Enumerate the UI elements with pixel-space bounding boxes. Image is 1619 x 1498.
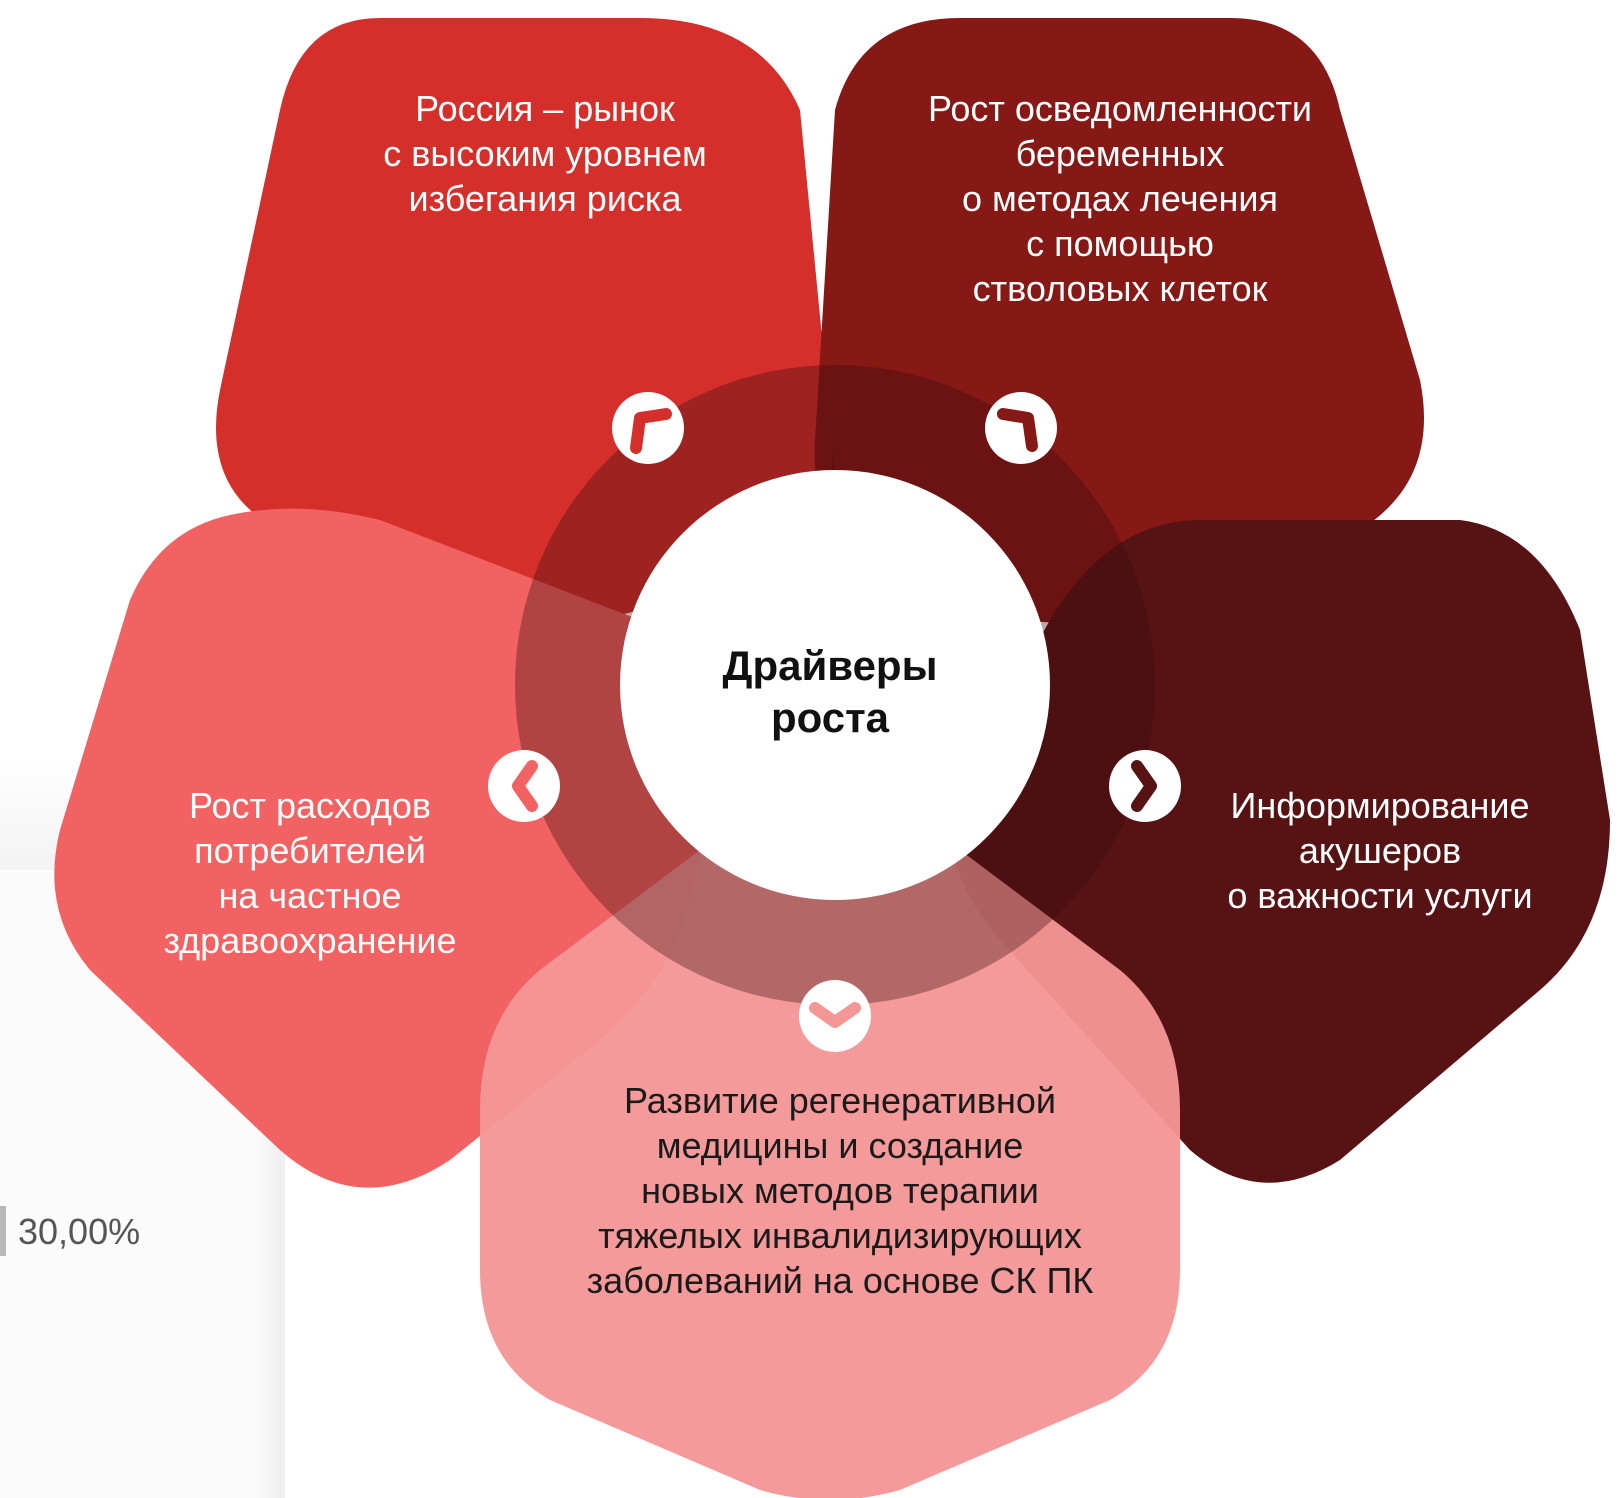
petal-text-top-left: Россия – рынок с высоким уровнем избеган… [383, 88, 707, 219]
percentage-label: 30,00% [18, 1211, 141, 1252]
chevron-down-icon [799, 980, 871, 1052]
petal-text-bottom: Развитие регенеративной медицины и созда… [586, 1080, 1094, 1301]
chevron-left-icon [488, 750, 560, 822]
petal-top-left [216, 18, 833, 623]
petal-top-right [814, 18, 1424, 623]
petal-text-top-right: Рост осведомленности беременных о метода… [927, 88, 1313, 309]
petal-bottom [480, 819, 1180, 1498]
arrow-up-right-icon [985, 392, 1057, 464]
arrow-up-left-icon [612, 392, 684, 464]
petal-text-right: Информирование акушеров о важности услуг… [1227, 785, 1533, 916]
center-ring-inner [620, 470, 1050, 900]
value-bar [0, 1206, 6, 1256]
petal-text-left: Рост расходов потребителей на частное зд… [163, 785, 457, 961]
chevron-right-icon [1109, 750, 1181, 822]
center-title: Драйверы роста [722, 642, 938, 741]
